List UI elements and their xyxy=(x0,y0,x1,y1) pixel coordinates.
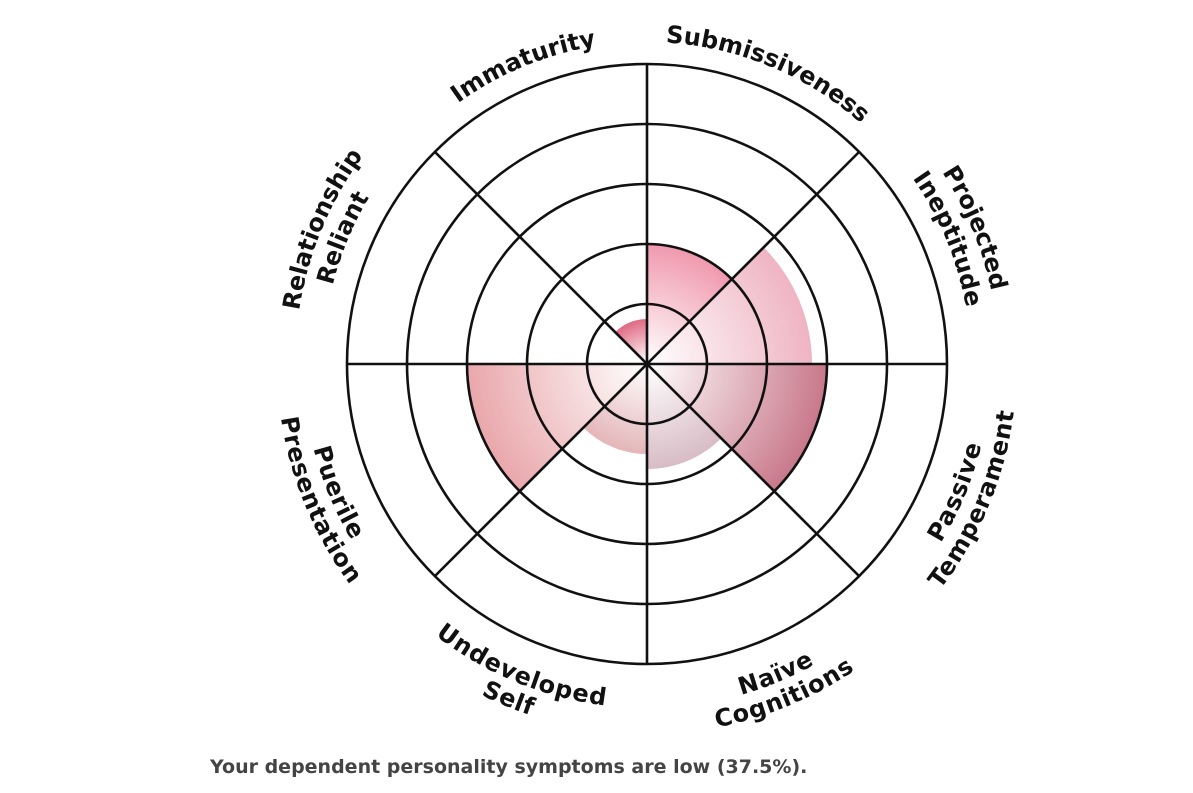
grid xyxy=(345,62,949,666)
grid-spoke xyxy=(646,363,861,578)
axis-label-text: Immaturity xyxy=(445,24,597,108)
sector-passive-temperament xyxy=(647,364,827,492)
sector-na-ve-cognitions xyxy=(647,364,722,469)
sector-projected-ineptitude xyxy=(647,247,812,364)
sectors xyxy=(467,244,827,492)
grid-spoke xyxy=(433,363,648,578)
axis-label: Immaturity xyxy=(445,24,597,108)
grid-spoke xyxy=(646,150,861,365)
axis-label-text: Submissiveness xyxy=(665,21,875,129)
sector-immaturity xyxy=(615,319,647,364)
summary-text: Your dependent personality symptoms are … xyxy=(210,756,808,778)
axis-label: Submissiveness xyxy=(665,21,875,129)
sector-undeveloped-self xyxy=(583,364,647,454)
grid-spoke xyxy=(433,150,648,365)
sector-puerile-presentation xyxy=(467,364,647,492)
sector-submissiveness xyxy=(647,244,732,364)
